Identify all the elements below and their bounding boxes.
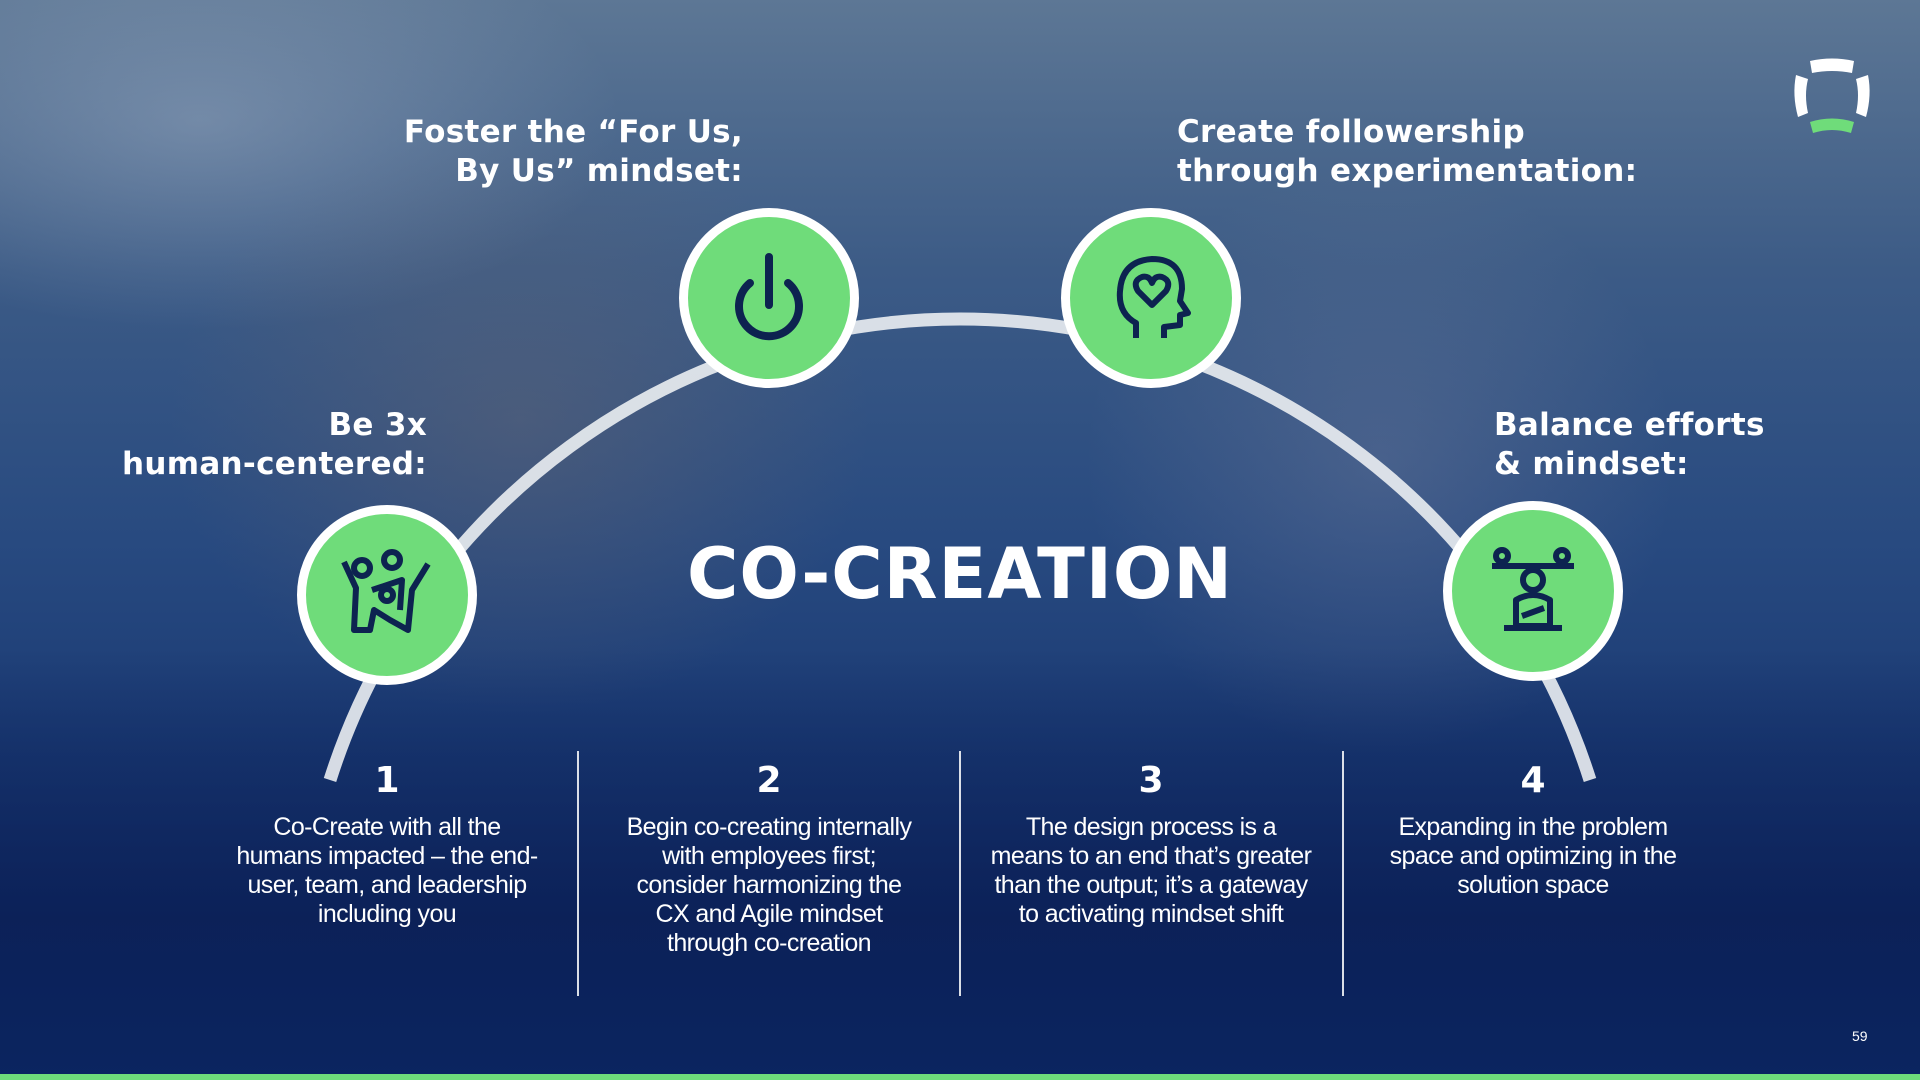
label-balance-efforts: Balance efforts& mindset:	[1494, 406, 1765, 484]
label-line: Create followership	[1177, 114, 1525, 150]
column-text: Co-Create with all the humans impacted –…	[236, 813, 538, 928]
label-line: Foster the “For Us,	[403, 114, 743, 150]
meditation-balance-icon	[1492, 547, 1574, 631]
bottom-accent-bar	[0, 1074, 1920, 1080]
label-line: human-centered:	[121, 446, 427, 482]
column-number: 1	[374, 760, 400, 801]
column-text: Expanding in the problem space and optim…	[1389, 813, 1677, 899]
company-logo	[1794, 58, 1870, 133]
column-text: Begin co-creating internally with employ…	[626, 813, 912, 957]
head-heart-icon	[1116, 256, 1191, 338]
label-foster-mindset: Foster the “For Us,By Us” mindset:	[404, 113, 743, 191]
label-line: & mindset:	[1494, 446, 1689, 482]
column-number: 3	[1138, 760, 1164, 801]
column-divider	[1342, 751, 1344, 996]
people-group-icon	[341, 549, 431, 633]
column-divider	[577, 751, 579, 996]
node-for-us-by-us	[679, 208, 859, 388]
column-text: The design process is a means to an end …	[990, 813, 1312, 928]
node-experimentation	[1061, 208, 1241, 388]
power-icon	[735, 253, 803, 341]
page-number: 59	[1852, 1028, 1868, 1044]
column-divider	[959, 751, 961, 996]
node-balance	[1443, 501, 1623, 681]
column-number: 2	[756, 760, 782, 801]
label-line: through experimentation:	[1177, 153, 1638, 189]
page-title: CO-CREATION	[687, 533, 1233, 615]
node-human-centered	[297, 505, 477, 685]
label-line: Be 3x	[328, 407, 427, 443]
label-line: Balance efforts	[1494, 407, 1765, 443]
label-line: By Us” mindset:	[455, 153, 743, 189]
column-number: 4	[1520, 760, 1546, 801]
